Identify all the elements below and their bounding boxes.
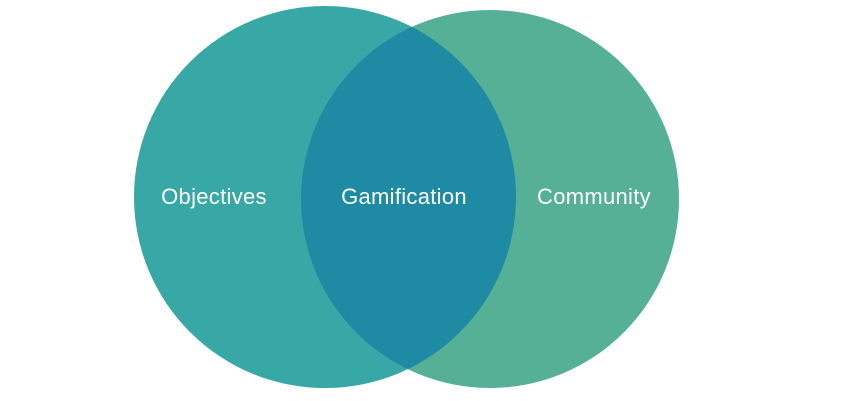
- gamification-label: Gamification: [341, 184, 467, 209]
- community-label: Community: [537, 184, 651, 209]
- overlap-region: [301, 10, 516, 388]
- objectives-label: Objectives: [161, 184, 267, 209]
